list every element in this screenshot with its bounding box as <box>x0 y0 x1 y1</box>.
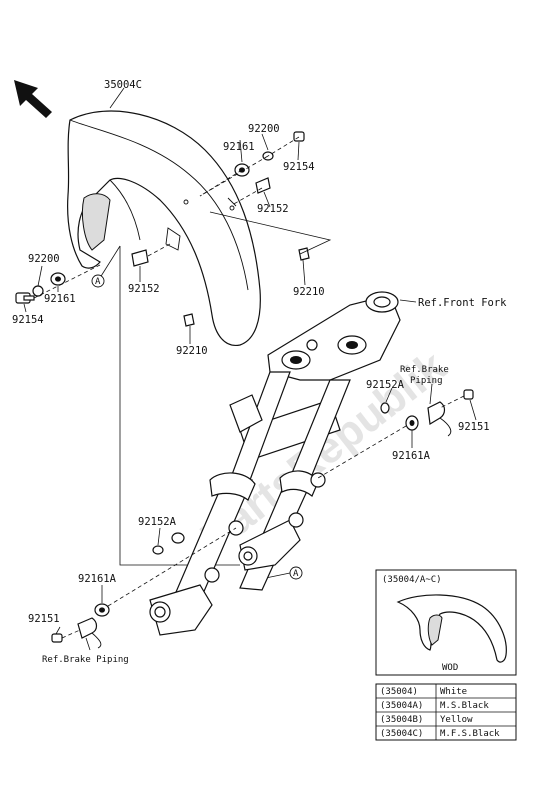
lower-left-hardware <box>51 527 237 649</box>
svg-text:A: A <box>95 277 101 287</box>
label-ref-brake-piping-left: Ref.Brake Piping <box>42 655 129 665</box>
label-92152-top: 92152 <box>257 203 289 215</box>
leader-a-upper <box>97 245 121 282</box>
left-hardware <box>15 243 195 327</box>
label-92161a-right: 92161A <box>392 450 431 462</box>
table-row-code: (35004) <box>380 687 418 697</box>
label-ref-brake-piping-right-1: Ref.Brake <box>400 365 449 375</box>
front-fender <box>67 110 261 346</box>
label-92152-left: 92152 <box>128 283 160 295</box>
front-arrow-icon <box>14 80 52 118</box>
label-ref-front-fork: Ref.Front Fork <box>418 297 507 309</box>
inset-caption: WOD <box>442 663 458 673</box>
table-row-color: M.S.Black <box>440 701 489 711</box>
inset-title: (35004/A~C) <box>382 575 442 585</box>
leader-lines <box>23 87 477 651</box>
label-92200-left: 92200 <box>28 253 60 265</box>
table-row-code: (35004A) <box>380 701 423 711</box>
table-row-code: (35004C) <box>380 729 423 739</box>
marker-a-right: A <box>289 566 303 580</box>
label-92210-right: 92210 <box>293 286 325 298</box>
label-92161a-lower: 92161A <box>78 573 117 585</box>
label-92210-left: 92210 <box>176 345 208 357</box>
table-row-color: Yellow <box>440 715 473 725</box>
label-92154-left: 92154 <box>12 314 44 326</box>
inset-box: (35004/A~C) WOD <box>375 569 517 676</box>
right-hardware <box>317 389 474 479</box>
table-row-color: White <box>440 687 467 697</box>
label-92200-top: 92200 <box>248 123 280 135</box>
top-hardware <box>199 131 305 206</box>
label-92151-right: 92151 <box>458 421 490 433</box>
marker-a-left: A <box>91 274 105 288</box>
front-fork <box>149 291 401 636</box>
color-table: (35004) White (35004A) M.S.Black (35004B… <box>375 683 517 741</box>
label-92154-top: 92154 <box>283 161 315 173</box>
svg-text:A: A <box>293 569 299 579</box>
table-row-code: (35004B) <box>380 715 423 725</box>
clip-92210-right <box>209 211 332 261</box>
table-row-color: M.F.S.Black <box>440 729 500 739</box>
label-92161-top: 92161 <box>223 141 255 153</box>
label-92151-lower: 92151 <box>28 613 60 625</box>
label-92152a-right: 92152A <box>366 379 405 391</box>
label-ref-brake-piping-right-2: Piping <box>410 376 443 386</box>
label-92161-left: 92161 <box>44 293 76 305</box>
label-92152a-lower: 92152A <box>138 516 177 528</box>
label-35004c: 35004C <box>104 79 142 91</box>
